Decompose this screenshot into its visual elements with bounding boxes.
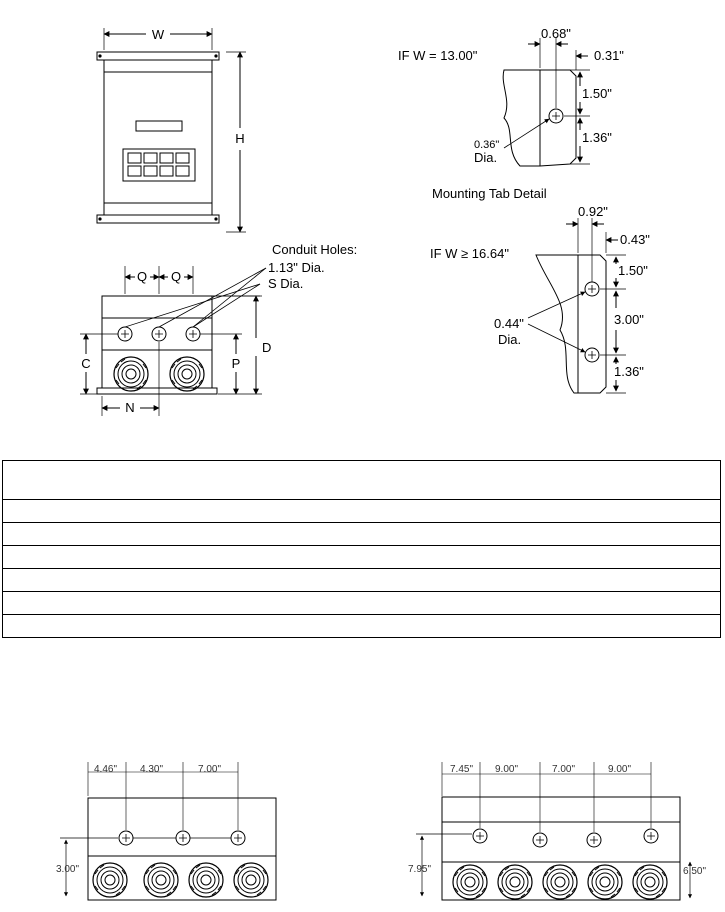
tab-13-hole: 0.36"	[474, 139, 499, 151]
table-cell	[2, 545, 721, 569]
br-height-2: 6.50"	[683, 866, 706, 877]
table-cell	[2, 460, 721, 500]
table-cell	[2, 568, 721, 592]
table-header-row	[2, 460, 721, 500]
tab-16-hole: 0.44"	[494, 316, 524, 331]
tab-16-d4: 3.00"	[614, 312, 644, 327]
q-label-2: Q	[171, 269, 181, 284]
br-height-1: 7.95"	[408, 864, 431, 875]
table-row	[2, 499, 721, 523]
conduit-holes-title: Conduit Holes:	[272, 242, 357, 257]
front-view: W H	[96, 27, 246, 233]
tab-16-condition: IF W ≥ 16.64"	[430, 246, 509, 261]
spec-table	[2, 460, 721, 638]
tab-13-d4: 1.36"	[582, 130, 612, 145]
conduit-small-dia: S Dia.	[268, 276, 303, 291]
br-spacing-3: 7.00"	[552, 764, 575, 775]
tab-16-d3: 1.50"	[618, 263, 648, 278]
height-label: H	[235, 131, 244, 146]
tab-16-d1: 0.92"	[578, 204, 608, 219]
tab-detail-13: IF W = 13.00" 0.68" 0.31" 1.50" 1.36" 0.…	[398, 26, 624, 167]
tab-13-d2: 0.31"	[594, 48, 624, 63]
br-spacing-4: 9.00"	[608, 764, 631, 775]
br-spacing-2: 9.00"	[495, 764, 518, 775]
tab-13-condition: IF W = 13.00"	[398, 48, 478, 63]
tab-detail-16: IF W ≥ 16.64" 0.92" 0.43" 1.50" 3.00" 1.…	[430, 204, 650, 394]
q-label-1: Q	[137, 269, 147, 284]
tab-13-hole-dia: Dia.	[474, 150, 497, 165]
bl-spacing-1: 4.46"	[94, 764, 117, 775]
tab-16-d5: 1.36"	[614, 364, 644, 379]
d-label: D	[262, 340, 271, 355]
n-label: N	[125, 400, 134, 415]
side-view: Q Q Conduit Holes: 1.13" Dia. S Dia. C P…	[80, 242, 357, 416]
bl-spacing-3: 7.00"	[198, 764, 221, 775]
width-label: W	[152, 27, 165, 42]
table-row	[2, 545, 721, 569]
tab-16-d2: 0.43"	[620, 232, 650, 247]
table-row	[2, 614, 721, 638]
table-cell	[2, 614, 721, 638]
table-row	[2, 522, 721, 546]
table-row	[2, 568, 721, 592]
tab-13-d3: 1.50"	[582, 86, 612, 101]
bottom-right-view: 7.45" 9.00" 7.00" 9.00" 7.95" 6.50"	[408, 762, 706, 901]
p-label: P	[232, 356, 241, 371]
conduit-large-dia: 1.13" Dia.	[268, 260, 325, 275]
tab-16-hole-dia: Dia.	[498, 332, 521, 347]
bl-height: 3.00"	[56, 864, 79, 875]
bl-spacing-2: 4.30"	[140, 764, 163, 775]
table-cell	[2, 522, 721, 546]
table-cell	[2, 499, 721, 523]
bottom-left-view: 4.46" 4.30" 7.00" 3.00"	[56, 762, 277, 901]
table-row	[2, 591, 721, 615]
br-spacing-1: 7.45"	[450, 764, 473, 775]
c-label: C	[81, 356, 90, 371]
table-cell	[2, 591, 721, 615]
mounting-tab-detail-title: Mounting Tab Detail	[432, 186, 547, 201]
tab-13-d1: 0.68"	[541, 26, 571, 41]
